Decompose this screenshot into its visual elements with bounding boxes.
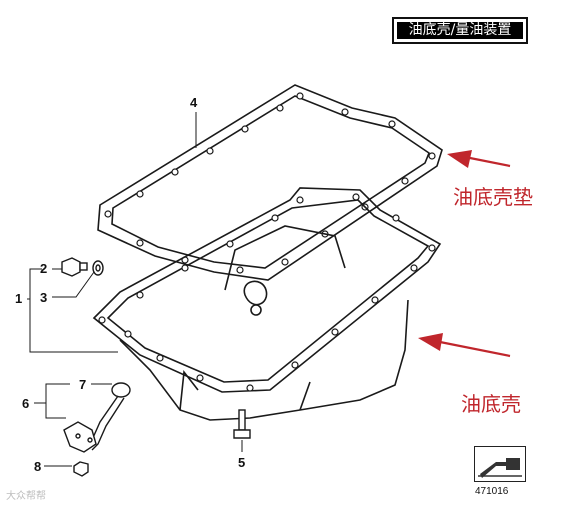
title-badge: 油底壳/量油装置 — [392, 17, 528, 44]
callout-4: 4 — [190, 95, 198, 110]
bolt-5 — [233, 409, 251, 439]
oil-pan — [92, 187, 442, 421]
callout-2: 2 — [40, 261, 48, 276]
callout-7: 7 — [79, 377, 87, 392]
reference-number: 471016 — [475, 486, 509, 497]
leader-lines — [27, 112, 243, 467]
callout-6: 6 — [22, 396, 30, 411]
gasket-label: 油底壳垫 — [453, 185, 533, 209]
callout-5: 5 — [238, 455, 246, 470]
pan-label: 油底壳 — [461, 392, 521, 416]
watermark: 大众帮帮 — [6, 491, 46, 502]
dipstick-guide — [63, 382, 131, 453]
callout-3: 3 — [40, 290, 48, 305]
callout-1: 1 — [15, 291, 23, 306]
drain-plug — [61, 257, 88, 277]
reference-icon — [478, 458, 522, 478]
oil-pan-gasket — [97, 84, 443, 281]
sealing-washer — [92, 260, 104, 276]
reference-box — [474, 446, 526, 482]
diagram-title: 油底壳/量油装置 — [397, 22, 523, 39]
callout-8: 8 — [34, 459, 42, 474]
red-arrows — [418, 150, 511, 358]
screw-8 — [73, 461, 89, 477]
